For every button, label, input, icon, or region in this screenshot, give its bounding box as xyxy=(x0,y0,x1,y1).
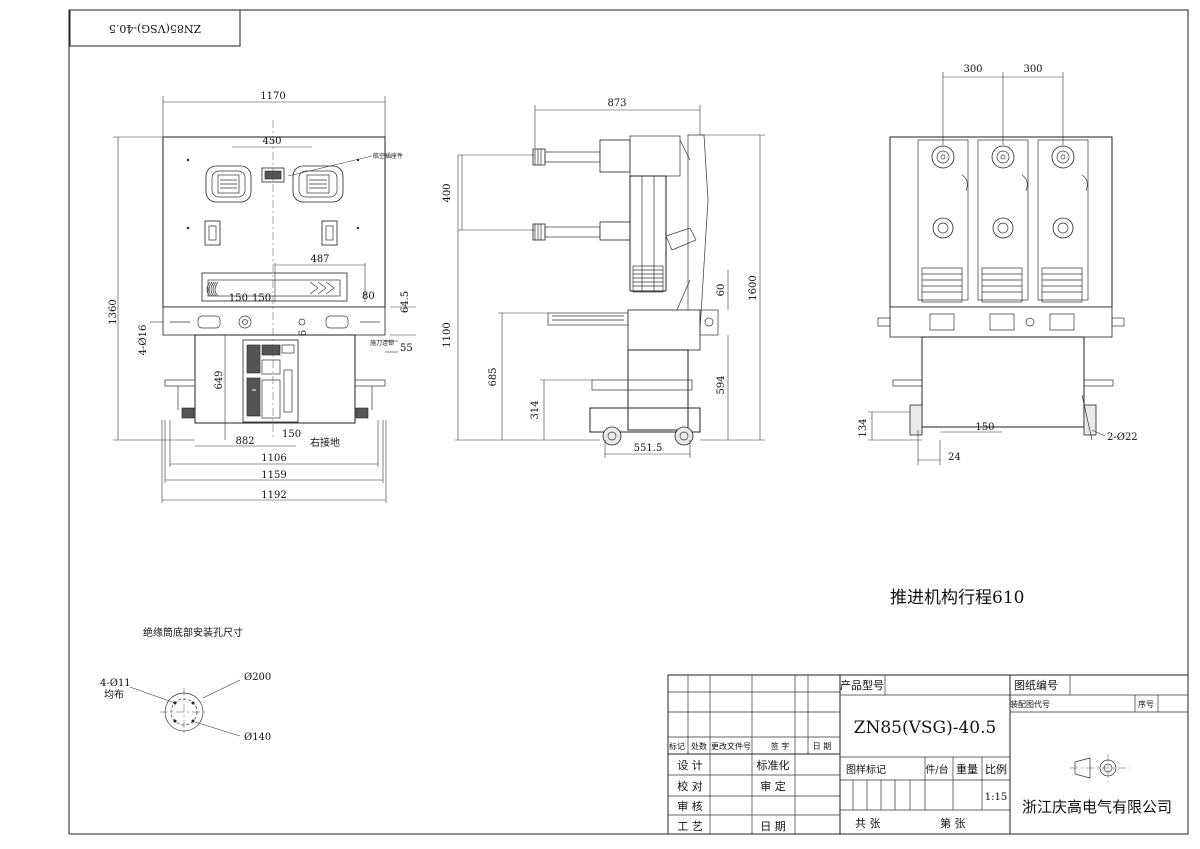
dim-487: 487 xyxy=(310,254,329,265)
dim-60: 60 xyxy=(716,284,727,297)
dim-551-5: 551.5 xyxy=(634,443,663,454)
dim-24: 24 xyxy=(948,452,961,463)
rev-header-count: 处数 xyxy=(691,741,707,751)
review-label: 审 定 xyxy=(760,779,786,793)
front-middle-band xyxy=(162,306,386,336)
dim-150-left: 150 xyxy=(229,293,248,304)
dim-450: 450 xyxy=(262,136,281,147)
weight-label: 重量 xyxy=(956,762,978,776)
design-label: 设 计 xyxy=(677,759,703,772)
dim-1600: 1600 xyxy=(748,275,759,300)
aviation-plug-label: 航空插座件 xyxy=(373,152,403,160)
lock-label: 施刀连锁 xyxy=(370,339,394,347)
holes-distribution: 均布 xyxy=(104,689,124,701)
ground-label: 右接地 xyxy=(310,436,340,449)
audit-label: 审 核 xyxy=(677,799,703,813)
dim-1360: 1360 xyxy=(108,299,119,324)
dim-134: 134 xyxy=(858,418,869,437)
model-value: ZN85(VSG)-40.5 xyxy=(854,718,997,738)
dim-300-right: 300 xyxy=(1023,64,1042,75)
bottom-holes-title: 绝缘筒底部安装孔尺寸 xyxy=(143,626,243,639)
rev-header-sign: 签 字 xyxy=(771,741,790,751)
dim-2-022: 2-Ø22 xyxy=(1107,432,1138,443)
drawing-no-label: 图纸编号 xyxy=(1014,678,1058,692)
stamp-text: ZN85(VSG)-40.5 xyxy=(109,22,201,35)
dim-300-left: 300 xyxy=(963,64,982,75)
product-model-label: 产品型号 xyxy=(840,678,884,692)
sample-mark-label: 图样标记 xyxy=(846,763,886,776)
pieces-label: 件/台 xyxy=(925,763,948,776)
assembly-no-label: 装配图代号 xyxy=(1010,699,1050,709)
total-sheets-label: 共 张 xyxy=(855,817,881,830)
scale-label: 比例 xyxy=(985,762,1007,776)
standardize-label: 标准化 xyxy=(757,758,790,772)
dim-55: 55 xyxy=(400,343,413,354)
sheet-border xyxy=(68,9,1189,835)
dim-685: 685 xyxy=(488,367,499,386)
front-view: 1170 450 487 80 150 150 航空插座件 64.5 施刀连锁 … xyxy=(108,91,416,503)
dim-4-016: 4-Ø16 xyxy=(138,325,149,356)
dim-314: 314 xyxy=(530,400,541,419)
side-view: 873 400 1100 685 314 1600 60 594 551.5 xyxy=(442,98,765,458)
seq-label: 序号 xyxy=(1138,699,1154,709)
dia-200: Ø200 xyxy=(244,672,271,683)
rear-poles xyxy=(931,145,1088,239)
rev-header-mark: 标记 xyxy=(669,741,685,751)
model-stamp: ZN85(VSG)-40.5 xyxy=(69,9,241,47)
process-label: 工 艺 xyxy=(677,820,703,833)
rear-view: 300 300 134 150 24 2-Ø22 xyxy=(858,64,1138,465)
dia-140: Ø140 xyxy=(244,732,271,743)
holes-spec: 4-Ø11 xyxy=(100,678,131,689)
rev-header-date: 日 期 xyxy=(813,742,832,751)
dim-1159: 1159 xyxy=(261,470,286,481)
scale-value: 1:15 xyxy=(985,792,1007,803)
rev-header-doc: 更改文件号 xyxy=(711,741,751,751)
dim-649: 649 xyxy=(214,370,225,389)
dim-1106: 1106 xyxy=(261,453,286,464)
sheet-no-label: 第 张 xyxy=(940,816,966,830)
dim-64-5: 64.5 xyxy=(400,291,411,313)
stroke-note: 推进机构行程610 xyxy=(890,588,1024,608)
dim-882: 882 xyxy=(235,436,254,447)
dim-400: 400 xyxy=(442,183,453,202)
dim-150-rear: 150 xyxy=(975,422,994,433)
title-block: 标记 处数 更改文件号 签 字 日 期 设 计 标准化 校 对 审 定 审 核 … xyxy=(667,674,1189,835)
dim-1170: 1170 xyxy=(260,91,285,102)
dim-80: 80 xyxy=(362,291,375,302)
date-label: 日 期 xyxy=(760,820,786,833)
check-label: 校 对 xyxy=(677,779,703,793)
dim-1192: 1192 xyxy=(261,490,286,501)
dim-150-bottom: 150 xyxy=(282,429,301,440)
company-name: 浙江庆高电气有限公司 xyxy=(1022,798,1172,816)
projection-symbol-icon xyxy=(1070,754,1130,782)
dim-1100: 1100 xyxy=(442,322,453,347)
dim-594: 594 xyxy=(716,375,727,394)
bottom-holes-detail: 绝缘筒底部安装孔尺寸 4-Ø11 均布 Ø200 Ø140 xyxy=(100,626,271,743)
dim-873: 873 xyxy=(607,98,626,109)
dim-6: 6 xyxy=(298,330,309,336)
dim-150-right: 150 xyxy=(252,293,271,304)
